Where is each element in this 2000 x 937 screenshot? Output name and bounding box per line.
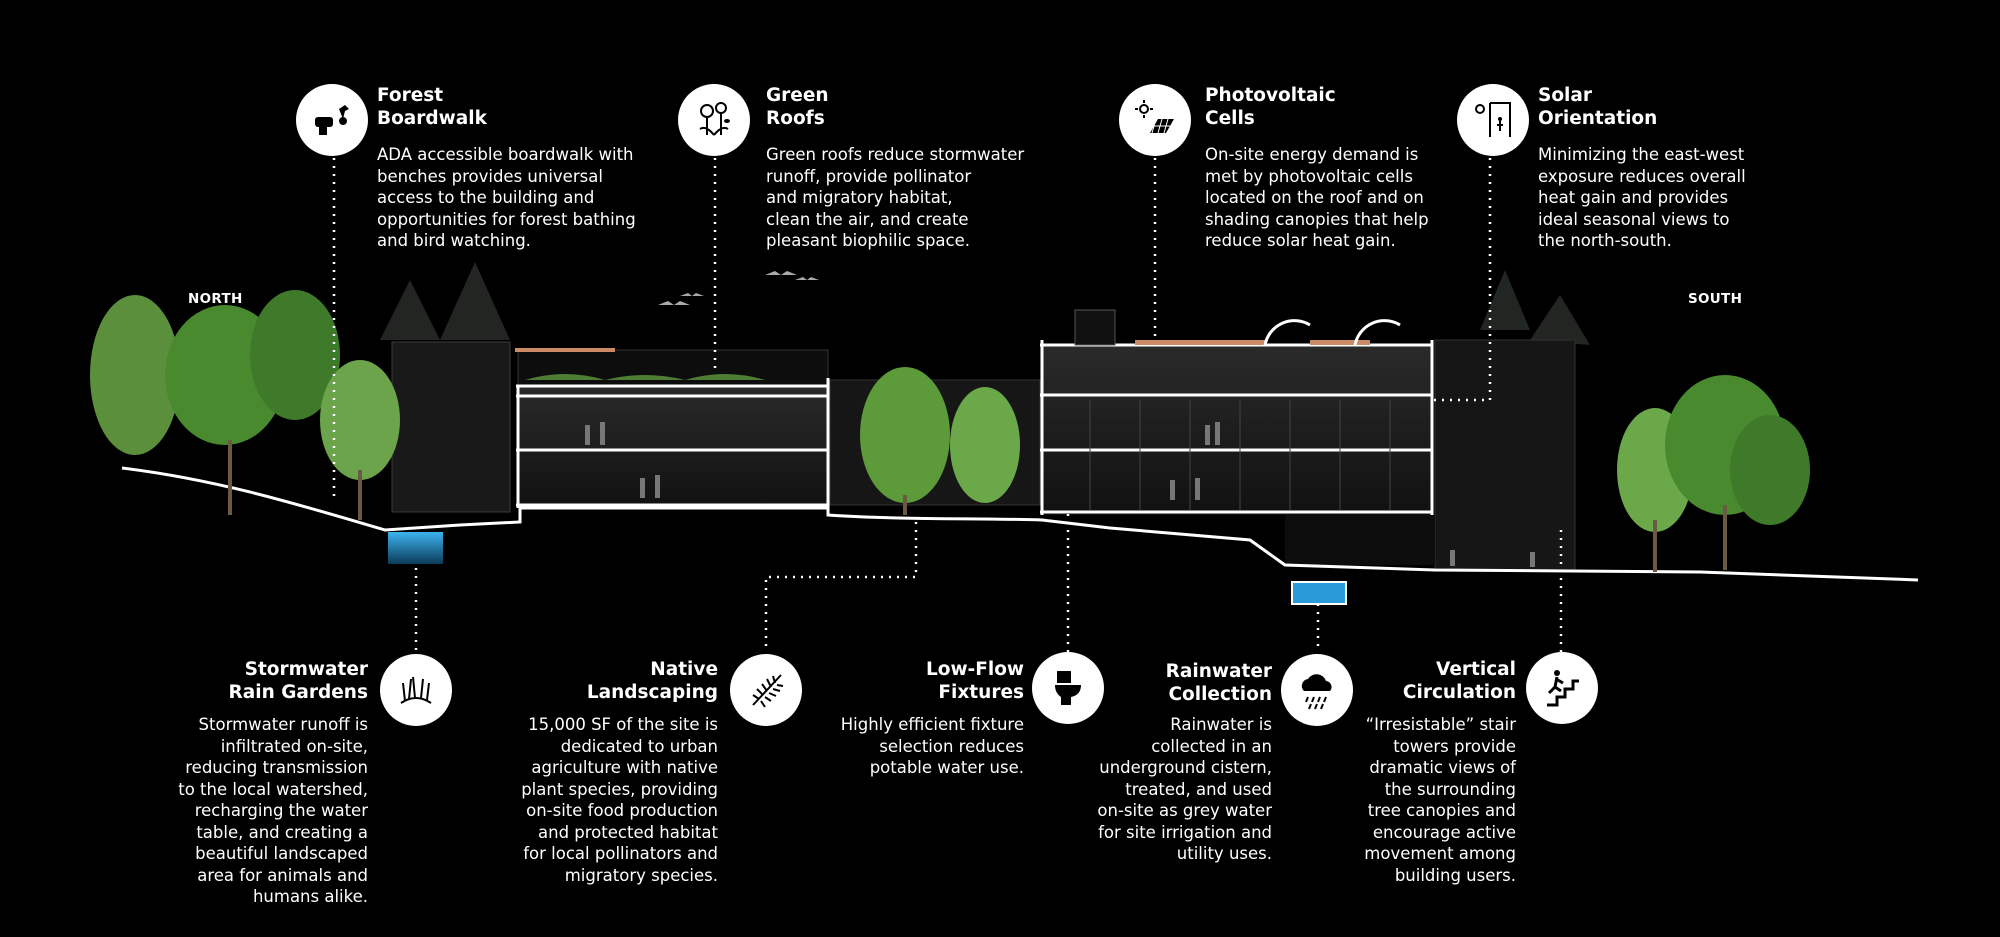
- flowers-bee-icon: [678, 84, 750, 156]
- feature-title: Rainwater Collection: [1165, 661, 1272, 705]
- foreground-trees: [90, 290, 1810, 572]
- feature-description: Green roofs reduce stormwater runoff, pr…: [766, 145, 1025, 250]
- leader-lines: [332, 158, 1563, 652]
- people-silhouettes: [585, 422, 1535, 567]
- feature-title: Native Landscaping: [586, 659, 718, 703]
- south-tower: [1434, 339, 1576, 571]
- feature-title: Photovoltaic Cells: [1205, 85, 1336, 129]
- feature-description: Highly efficient fixture selection reduc…: [840, 715, 1024, 777]
- north-tower: [391, 341, 511, 513]
- feature-description: 15,000 SF of the site is dedicated to ur…: [521, 715, 718, 885]
- terrain-line: [121, 466, 1919, 582]
- feature-title: Solar Orientation: [1538, 85, 1658, 129]
- feature-title: Green Roofs: [766, 85, 829, 129]
- solar-panel-icon: [1119, 84, 1191, 156]
- feature-description: Rainwater is collected in an underground…: [1097, 715, 1272, 863]
- feature-title: Stormwater Rain Gardens: [228, 659, 368, 703]
- sun-window-icon: [1457, 84, 1529, 156]
- feature-description: On-site energy demand is met by photovol…: [1205, 145, 1429, 250]
- grass-icon: [380, 654, 452, 726]
- feature-description: Minimizing the east-west exposure reduce…: [1538, 145, 1746, 250]
- feature-title: Vertical Circulation: [1402, 659, 1516, 703]
- fern-leaf-icon: [730, 654, 802, 726]
- feature-title: Forest Boardwalk: [377, 85, 487, 129]
- rain-cloud-icon: [1281, 654, 1353, 726]
- east-wing: [1040, 309, 1434, 515]
- cistern: [1291, 581, 1347, 605]
- feature-description: ADA accessible boardwalk with benches pr…: [377, 145, 636, 250]
- feature-description: “Irresistable” stair towers provide dram…: [1364, 715, 1516, 885]
- feature-description: Stormwater runoff is infiltrated on-site…: [178, 715, 368, 906]
- toilet-icon: [1032, 652, 1104, 724]
- feature-title: Low-Flow Fixtures: [925, 659, 1024, 703]
- stairs-person-icon: [1526, 652, 1598, 724]
- west-wing: [515, 348, 830, 508]
- compass-south-label: SOUTH: [1688, 291, 1743, 307]
- background-trees: [380, 262, 1590, 345]
- birds: [658, 271, 819, 305]
- compass-north-label: NORTH: [188, 291, 243, 307]
- rain-garden-water: [388, 532, 443, 564]
- binoculars-bird-icon: [296, 84, 368, 156]
